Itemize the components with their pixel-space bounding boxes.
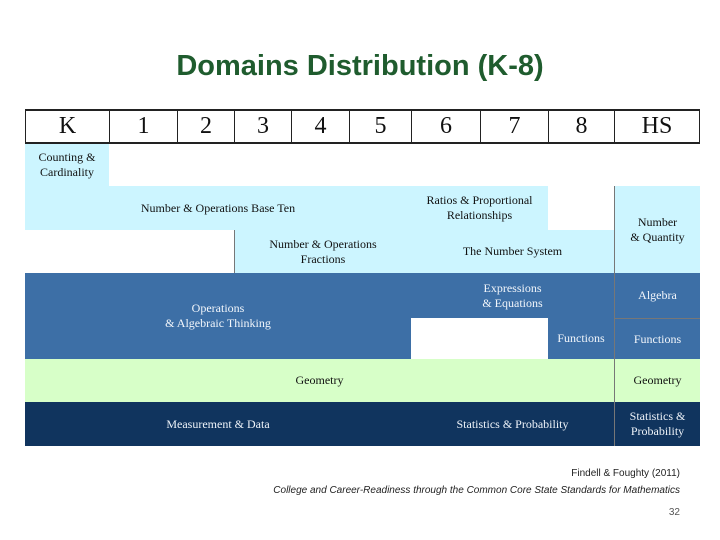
header-grade-5: 5	[349, 109, 411, 144]
domain-label-line2: & Algebraic Thinking	[165, 316, 271, 330]
domain-label-line1: Statistics &	[629, 409, 686, 423]
domain-label: The Number System	[462, 244, 563, 258]
domain-counting-cardinality: Counting & Cardinality	[25, 144, 109, 186]
domain-label-line2: & Equations	[482, 295, 543, 310]
domain-functions: Functions	[548, 318, 614, 359]
page-number: 32	[668, 507, 680, 518]
domain-measurement-data: Measurement & Data	[25, 402, 411, 446]
domain-operations-algebraic-thinking: Operations & Algebraic Thinking	[25, 273, 411, 359]
domain-ratios-proportional: Ratios & Proportional Relationships	[411, 186, 548, 230]
domain-label: Counting & Cardinality	[38, 150, 96, 179]
header-grade-6: 6	[411, 109, 480, 144]
domain-label: Statistics & Probability	[456, 416, 569, 431]
domain-label: Functions	[633, 331, 682, 346]
domain-hs-geometry: Geometry	[614, 359, 700, 402]
domain-number-operations-base-ten: Number & Operations Base Ten	[25, 186, 411, 230]
header-grade-k: K	[25, 109, 109, 144]
domain-label-line1: Ratios & Proportional	[426, 193, 533, 207]
domain-label-line1: Number & Operations	[269, 236, 377, 251]
header-high-school: HS	[614, 109, 700, 144]
domain-hs-functions: Functions	[614, 318, 700, 359]
header-grade-3: 3	[234, 109, 291, 144]
domain-label: Functions	[557, 331, 605, 345]
domain-geometry: Geometry	[25, 359, 614, 402]
domain-hs-statistics-probability: Statistics & Probability	[614, 402, 700, 446]
domain-label: Number & Operations Base Ten	[140, 200, 296, 215]
domain-expressions-equations: Expressions & Equations	[411, 273, 614, 318]
header-grade-4: 4	[291, 109, 349, 144]
header-grade-8: 8	[548, 109, 614, 144]
domain-label: Geometry	[633, 373, 682, 387]
domain-label-line1: Number	[637, 214, 678, 229]
domain-hs-algebra: Algebra	[614, 273, 700, 318]
domain-label-line2: Fractions	[300, 251, 346, 266]
domain-hs-number-quantity: Number & Quantity	[614, 186, 700, 273]
domain-label-line2: Probability	[630, 424, 685, 438]
domain-label-line2: & Quantity	[630, 229, 685, 244]
domain-label: Measurement & Data	[166, 416, 270, 431]
domain-label-line2: Relationships	[446, 208, 513, 222]
citation-title: College and Career-Readiness through the…	[273, 485, 680, 496]
header-grade-2: 2	[177, 109, 234, 144]
domain-label: Geometry	[295, 373, 344, 387]
domain-number-operations-fractions: Number & Operations Fractions	[234, 230, 411, 273]
domain-number-system: The Number System	[411, 230, 614, 273]
domain-label-line1: Expressions	[483, 280, 542, 295]
citation-authors: Findell & Foughty (2011)	[571, 468, 680, 479]
domain-label: Algebra	[638, 288, 677, 302]
header-grade-1: 1	[109, 109, 177, 144]
domain-statistics-probability: Statistics & Probability	[411, 402, 614, 446]
header-grade-7: 7	[480, 109, 548, 144]
domain-label-line1: Operations	[191, 301, 245, 315]
citation: Findell & Foughty (2011) College and Car…	[273, 465, 680, 499]
page-title: Domains Distribution (K-8)	[176, 50, 544, 82]
